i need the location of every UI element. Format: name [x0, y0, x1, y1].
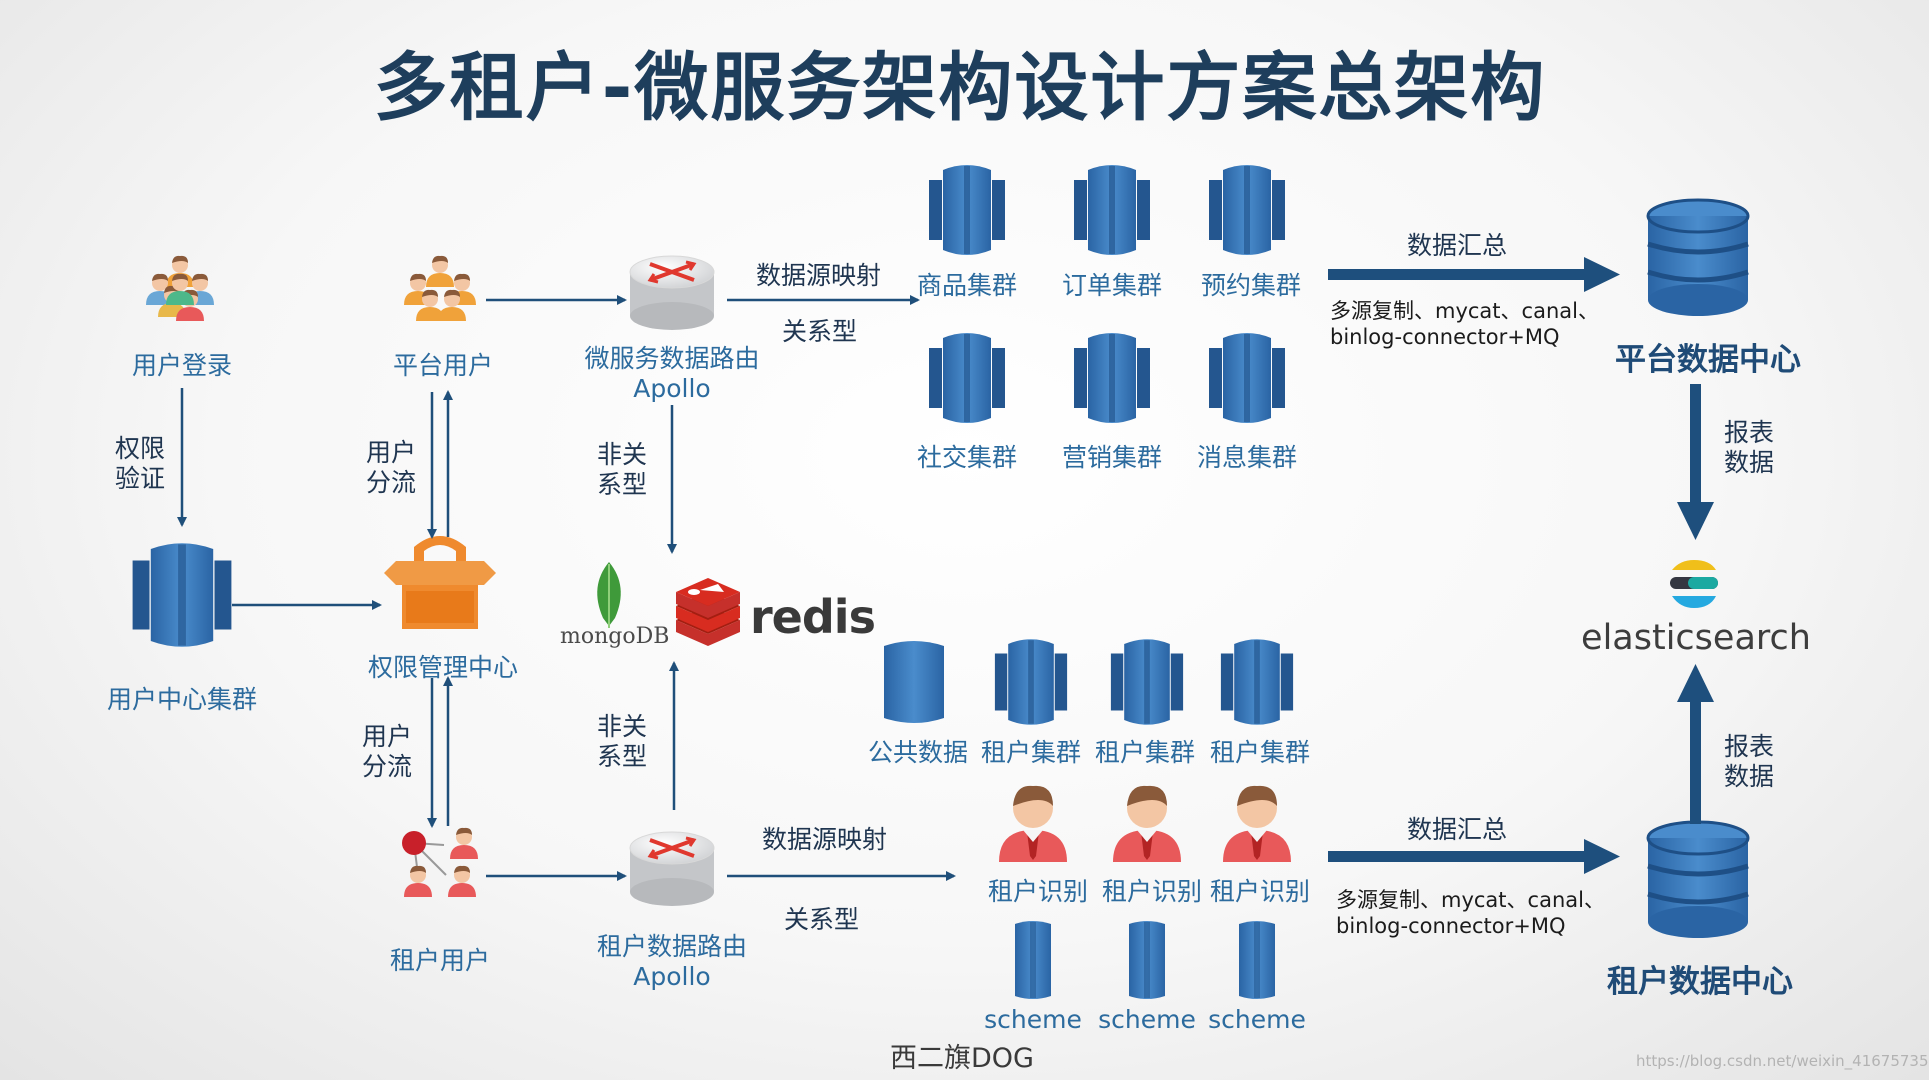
platform-user-label: 平台用户 — [392, 351, 494, 380]
platform-data-center-label: 平台数据中心 — [1615, 342, 1801, 378]
nonrel-top-label: 非关 系型 — [597, 440, 648, 499]
cluster-label: 消息集群 — [1196, 443, 1298, 472]
cluster-label: 营销集群 — [1061, 443, 1163, 472]
user-login-label: 用户登录 — [131, 351, 233, 380]
page-title: 多租户-微服务架构设计方案总架构 — [373, 45, 1547, 131]
scheme-label: scheme — [984, 1005, 1082, 1034]
mongodb-logo-text: mongoDB — [560, 624, 670, 649]
people-group-icon — [146, 255, 214, 321]
database-cluster-icon — [1209, 333, 1285, 423]
watermark: https://blog.csdn.net/weixin_41675735 — [1636, 1052, 1929, 1070]
top-router-label: 微服务数据路由 Apollo — [584, 344, 760, 403]
arrow-aggregate-top — [1328, 257, 1620, 292]
lock-icon — [384, 536, 496, 629]
auth-center-label: 权限管理中心 — [367, 653, 519, 682]
tenant-identify-icon — [999, 785, 1067, 862]
arrow-report-bottom — [1677, 664, 1714, 824]
cluster-label: 预约集群 — [1200, 271, 1302, 300]
aggregate-bottom-desc: 多源复制、mycat、canal、 binlog-connector+MQ — [1336, 888, 1605, 938]
top-mapping-label: 数据源映射 — [756, 261, 882, 290]
router-icon — [628, 254, 716, 332]
user-center-cluster-label: 用户中心集群 — [106, 685, 258, 714]
tenant-identify-icon — [1113, 785, 1181, 862]
tenant-identify-icon — [1223, 785, 1291, 862]
redis-logo-icon — [676, 578, 740, 646]
cluster-label: 商品集群 — [916, 271, 1018, 300]
cluster-label: 租户集群 — [980, 738, 1082, 767]
database-cluster-icon — [994, 639, 1068, 725]
scheme-icon — [1239, 921, 1275, 999]
tenant-identify-label: 租户识别 — [1101, 877, 1203, 906]
platform-data-center-icon — [1648, 200, 1748, 316]
auth-verify-label: 权限 验证 — [115, 434, 166, 493]
database-cluster-icon — [1220, 639, 1294, 725]
people-group-icon — [404, 255, 476, 321]
cluster-label: 订单集群 — [1061, 271, 1163, 300]
scheme-label: scheme — [1098, 1005, 1196, 1034]
cluster-label: 租户集群 — [1209, 738, 1311, 767]
aggregate-bottom-label: 数据汇总 — [1406, 815, 1508, 844]
database-cluster-icon — [1074, 333, 1150, 423]
bottom-router-label: 租户数据路由 Apollo — [596, 932, 748, 991]
database-cluster-icon — [1074, 165, 1150, 255]
scheme-icon — [1129, 921, 1165, 999]
database-cluster-icon — [132, 543, 232, 647]
router-icon — [628, 830, 716, 908]
database-cluster-icon — [929, 165, 1005, 255]
elasticsearch-icon — [1670, 560, 1718, 608]
bottom-relational-label: 关系型 — [784, 905, 860, 934]
tenant-identify-label: 租户识别 — [987, 877, 1089, 906]
bottom-mapping-label: 数据源映射 — [762, 825, 888, 854]
report-top-label: 报表 数据 — [1724, 418, 1775, 477]
tenant-user-label: 租户用户 — [389, 946, 491, 975]
scheme-icon — [1015, 921, 1051, 999]
elasticsearch-label: elasticsearch — [1581, 618, 1811, 658]
cluster-label: 租户集群 — [1094, 738, 1196, 767]
tenant-data-center-label: 租户数据中心 — [1607, 964, 1793, 1000]
aggregate-top-desc: 多源复制、mycat、canal、 binlog-connector+MQ — [1330, 299, 1599, 349]
author-label: 西二旗DOG — [890, 1043, 1034, 1074]
redis-logo-text: redis — [750, 590, 876, 644]
cluster-label: 社交集群 — [916, 443, 1018, 472]
report-bottom-label: 报表 数据 — [1724, 732, 1775, 791]
scheme-label: scheme — [1208, 1005, 1306, 1034]
top-relational-label: 关系型 — [782, 317, 858, 346]
arrow-aggregate-bottom — [1328, 839, 1620, 874]
user-split-bottom-label: 用户 分流 — [362, 722, 413, 781]
aggregate-top-label: 数据汇总 — [1406, 231, 1508, 260]
nonrel-bottom-label: 非关 系型 — [597, 712, 648, 771]
arrow-report-top — [1677, 384, 1714, 540]
mongodb-leaf-icon — [597, 562, 621, 628]
cluster-label: 公共数据 — [867, 738, 969, 767]
database-cluster-icon — [1110, 639, 1184, 725]
public-data-icon — [884, 641, 944, 723]
tenant-user-icon — [402, 827, 478, 897]
tenant-identify-label: 租户识别 — [1209, 877, 1311, 906]
database-cluster-icon — [929, 333, 1005, 423]
user-split-top-label: 用户 分流 — [366, 438, 417, 497]
tenant-data-center-icon — [1648, 822, 1748, 938]
database-cluster-icon — [1209, 165, 1285, 255]
